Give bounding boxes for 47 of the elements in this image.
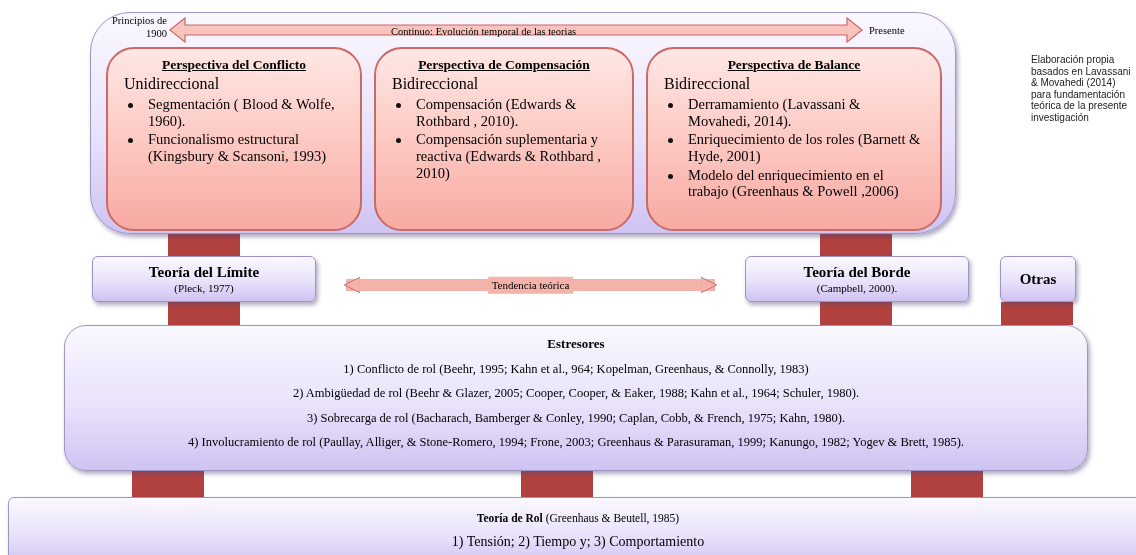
connector-bar [820, 234, 892, 256]
timeline-end: Presente [869, 24, 905, 38]
citation: (Campbell, 2000). [816, 281, 898, 296]
connector-bar [132, 471, 204, 497]
stressor-item: 3) Sobrecarga de rol (Bacharach, Bamberger & Conley, 1990; Caplan, Cobb, & French, 1975; Kahn, 1980). [306, 410, 846, 427]
perspective-box [106, 47, 362, 231]
source-note: Elaboración propia basados en Lavassani & Movahedi (2014) para fundamentación teórica de la presente investigación [1031, 54, 1132, 123]
theory-box [92, 256, 316, 302]
connector-bar [911, 471, 983, 497]
bullet-text: Segmentación ( Blood & Wolfe, 1960). [148, 95, 336, 130]
theory-box [745, 256, 969, 302]
direction-text: Bidireccional [664, 73, 752, 94]
panel-text: 1) Tensión; 2) Tiempo y; 3) Comportamiento [451, 533, 705, 552]
citation: (Pleck, 1977) [174, 281, 234, 296]
direction-text: Unidireccional [124, 73, 221, 94]
connector-bar [820, 302, 892, 325]
perspective-box [646, 47, 942, 231]
panel-title: Teoría de Rol (Greenhaus & Beutell, 1985) [476, 511, 680, 527]
bullet-text: Modelo del enriquecimiento en el trabajo (Greenhaus & Powell ,2006) [688, 166, 900, 200]
bullet-text: Compensación (Edwards & Rothbard , 2010). [416, 95, 578, 130]
bullet-text: Funcionalismo estructural (Kingsbury & Scansoni, 1993) [148, 131, 327, 165]
theory-title: Otras [1019, 269, 1057, 289]
timeline-label: Continuo: Evolución temporal de las teorias [391, 25, 577, 39]
perspective-title: Perspectiva de Compensación [417, 57, 591, 74]
theory-title: Teoría del Borde [803, 262, 911, 282]
container-panel [90, 12, 956, 234]
timeline-start: Principios de 1900 [110, 15, 167, 41]
perspective-title: Perspectiva del Conflicto [161, 57, 307, 74]
perspective-title: Perspectiva de Balance [726, 57, 862, 74]
theory-title: Teoría del Límite [148, 262, 260, 282]
connector-bar [168, 234, 240, 256]
bullet-text: Compensación suplementaria y reactiva (Edwards & Rothbard , 2010) [416, 131, 602, 182]
bullet-text: Enriquecimiento de los roles (Barnett & Hyde, 2001) [688, 131, 922, 165]
panel-title: Estresores [547, 335, 605, 353]
stressor-item: 1) Conflicto de rol (Beehr, 1995; Kahn et al., 964; Kopelman, Greenhaus, & Connolly, 1983) [343, 361, 809, 378]
perspective-box [374, 47, 634, 231]
stressor-item: 4) Involucramiento de rol (Paullay, Alliger, & Stone-Romero, 1994; Frone, 2003; Greenhaus & Parasuraman, 1999; Kanungo, 1982; Yogev & Brett, 1985). [188, 435, 964, 451]
stressor-item: 2) Ambigüedad de rol (Beehr & Glazer, 2005; Cooper, Cooper, & Eaker, 1988; Kahn et al., 1964; Schuler, 1980). [292, 386, 860, 402]
stressors-panel [64, 325, 1088, 471]
connector-bar [1001, 302, 1073, 325]
theory-box [1000, 256, 1076, 302]
connector-bar [168, 302, 240, 325]
bullet-text: Derramamiento (Lavassani & Movahedi, 2014). [688, 95, 862, 130]
edge-label: Tendencia teórica [487, 276, 574, 294]
connector-bar [521, 471, 593, 497]
direction-text: Bidireccional [392, 73, 480, 94]
role-theory-panel [8, 497, 1136, 555]
